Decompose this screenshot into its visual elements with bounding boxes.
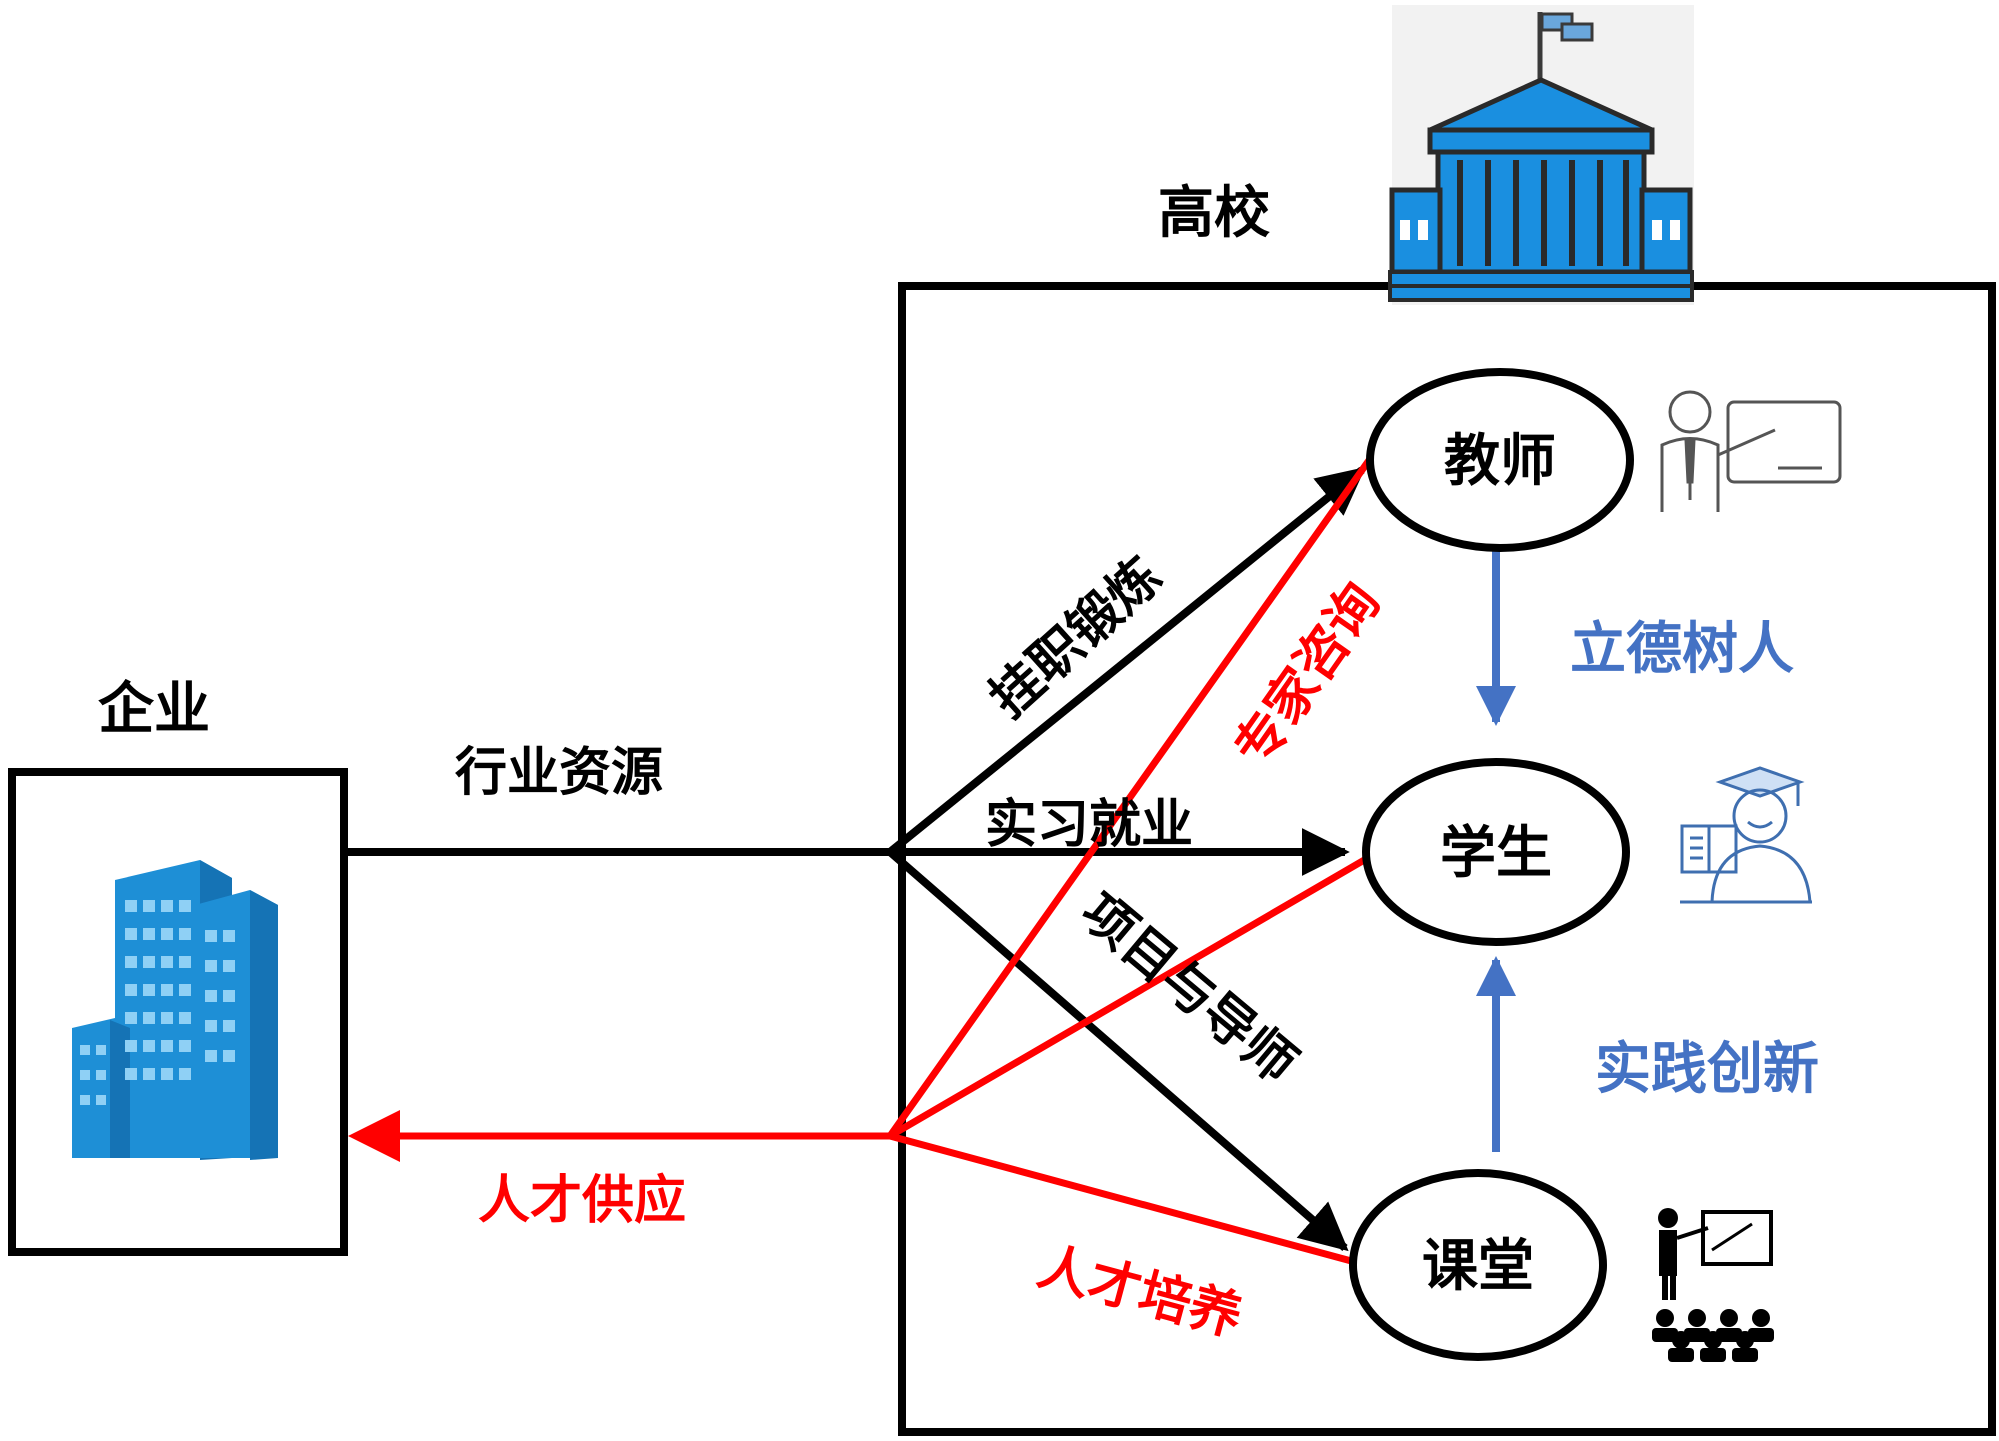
- classroom-label: 课堂: [1422, 1234, 1534, 1299]
- enterprise-title: 企业: [98, 677, 210, 742]
- classroom-supply-line: [889, 1132, 1356, 1266]
- teacher-node: [1366, 368, 1634, 552]
- talent-supply-arrowhead: [348, 1110, 400, 1162]
- project-mentor-arrow: [887, 848, 1349, 1252]
- graduate-student-icon: [1680, 766, 1812, 904]
- expert-consult-line: [887, 453, 1375, 1139]
- expert-consulting-label: 专家咨询: [1223, 573, 1391, 778]
- practice-innovation-label: 实践创新: [1595, 1037, 1819, 1102]
- classroom-node: [1349, 1169, 1607, 1361]
- talent-supply-label: 人才供应: [478, 1171, 686, 1231]
- black-flow-lines: [344, 466, 1366, 1252]
- classroom-lecture-icon: [1652, 1208, 1774, 1362]
- talent-cultivation-label: 人才培养: [1032, 1237, 1248, 1349]
- industry-resources-label: 行业资源: [455, 743, 663, 803]
- teacher-presenting-icon: [1660, 390, 1842, 512]
- student-node: [1362, 758, 1630, 946]
- office-building-icon: [72, 860, 278, 1160]
- red-flow-lines: [400, 453, 1380, 1266]
- moral-education-label: 立德树人: [1570, 617, 1794, 682]
- internship-employment-label: 实习就业: [985, 795, 1193, 855]
- student-label: 学生: [1440, 821, 1552, 886]
- teacher-label: 教师: [1444, 429, 1556, 494]
- temp-post-arrow: [887, 466, 1366, 856]
- university-building-icon: [1388, 5, 1694, 305]
- university-title: 高校: [1158, 181, 1270, 246]
- student-supply-line: [888, 848, 1380, 1140]
